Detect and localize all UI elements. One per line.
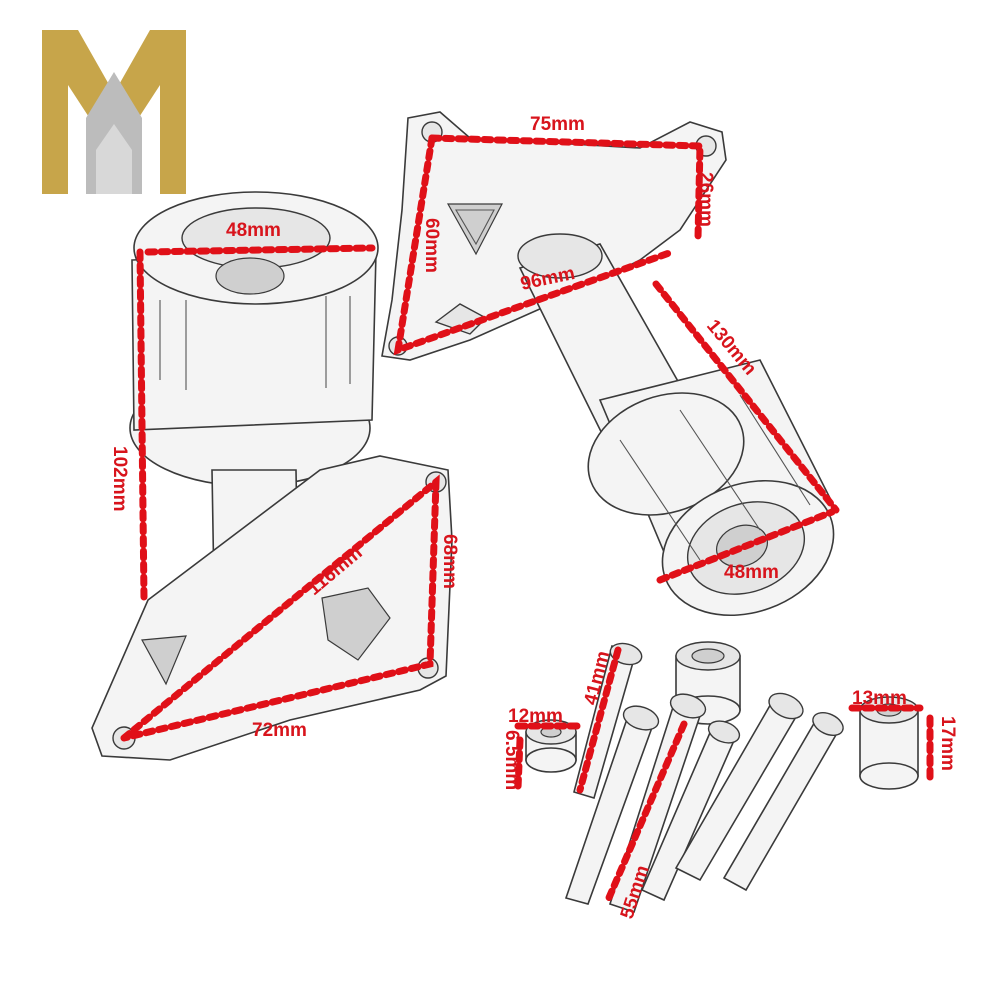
label-spacer-dia: 13mm (852, 688, 907, 709)
label-washer-dia: 12mm (508, 706, 563, 727)
bolt-long-4 (674, 692, 804, 882)
label-bottom-plate-right: 68mm (439, 534, 460, 589)
bolt-long-2 (608, 693, 707, 914)
label-top-plate-right: 26mm (695, 172, 716, 227)
bolt-long-5 (722, 711, 844, 892)
label-bottom-plate-width: 72mm (252, 720, 307, 741)
label-top-plate-width: 75mm (530, 114, 585, 135)
bolt-long-3 (640, 720, 741, 902)
label-washer-height: 6.5mm (501, 730, 522, 790)
label-right-cap-dia: 48mm (724, 562, 779, 583)
washer (525, 719, 577, 773)
dimension-lines (120, 134, 934, 904)
right-frame-slider (517, 233, 838, 617)
label-left-slider-len: 102mm (109, 446, 130, 512)
bolt-long-1 (564, 705, 660, 905)
label-top-plate-left: 60mm (421, 218, 442, 273)
label-left-cap-dia: 48mm (226, 220, 281, 241)
brand-logo (42, 30, 186, 194)
label-spacer-height: 17mm (937, 716, 958, 771)
